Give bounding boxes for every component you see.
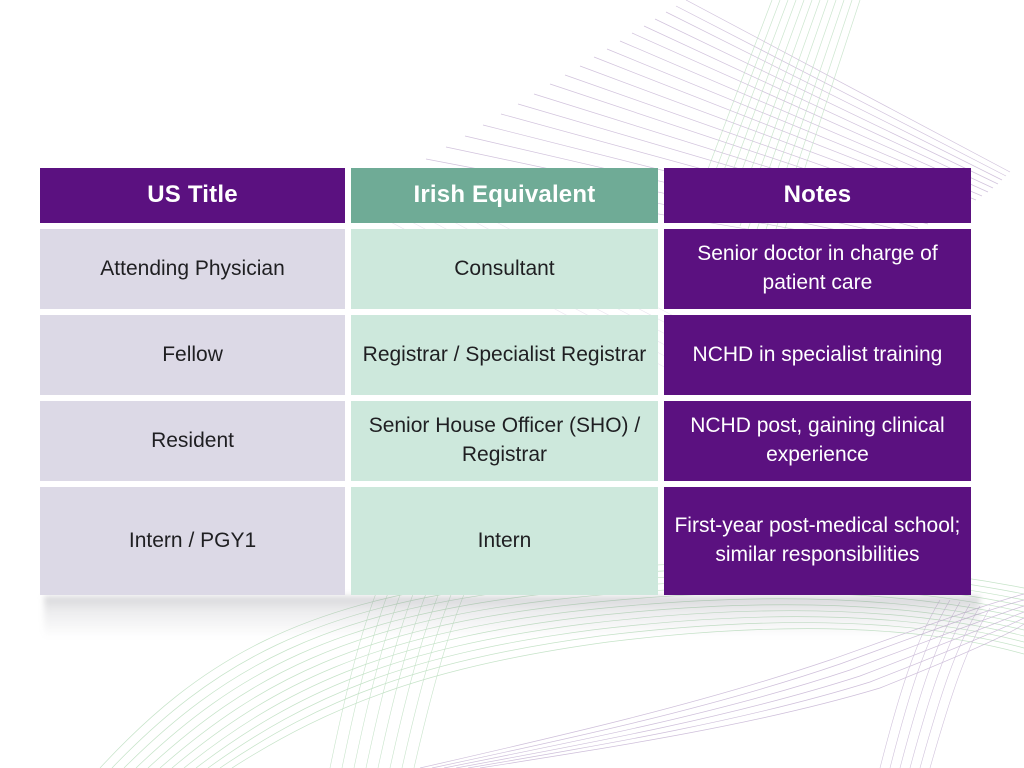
cell-irish-equivalent: Consultant (351, 229, 658, 309)
column-header-irish-equivalent: Irish Equivalent (351, 168, 658, 223)
cell-us-title: Resident (40, 401, 346, 481)
column-header-notes: Notes (663, 168, 971, 223)
cell-notes: NCHD in specialist training (663, 315, 971, 395)
cell-irish-equivalent: Senior House Officer (SHO) / Registrar (351, 401, 658, 481)
cell-notes: Senior doctor in charge of patient care (663, 229, 971, 309)
cell-notes: First-year post-medical school; similar … (663, 487, 971, 595)
table-header: US Title Irish Equivalent Notes (40, 168, 971, 223)
table-body: Attending Physician Consultant Senior do… (40, 229, 971, 595)
header-row: US Title Irish Equivalent Notes (40, 168, 971, 223)
cell-us-title: Fellow (40, 315, 346, 395)
comparison-table: US Title Irish Equivalent Notes Attendin… (34, 162, 977, 601)
cell-irish-equivalent: Intern (351, 487, 658, 595)
table-row: Intern / PGY1 Intern First-year post-med… (40, 487, 971, 595)
cell-irish-equivalent: Registrar / Specialist Registrar (351, 315, 658, 395)
column-header-us-title: US Title (40, 168, 346, 223)
table-drop-shadow (44, 596, 980, 638)
cell-us-title: Attending Physician (40, 229, 346, 309)
table-row: Attending Physician Consultant Senior do… (40, 229, 971, 309)
table-row: Resident Senior House Officer (SHO) / Re… (40, 401, 971, 481)
cell-us-title: Intern / PGY1 (40, 487, 346, 595)
table-row: Fellow Registrar / Specialist Registrar … (40, 315, 971, 395)
cell-notes: NCHD post, gaining clinical experience (663, 401, 971, 481)
